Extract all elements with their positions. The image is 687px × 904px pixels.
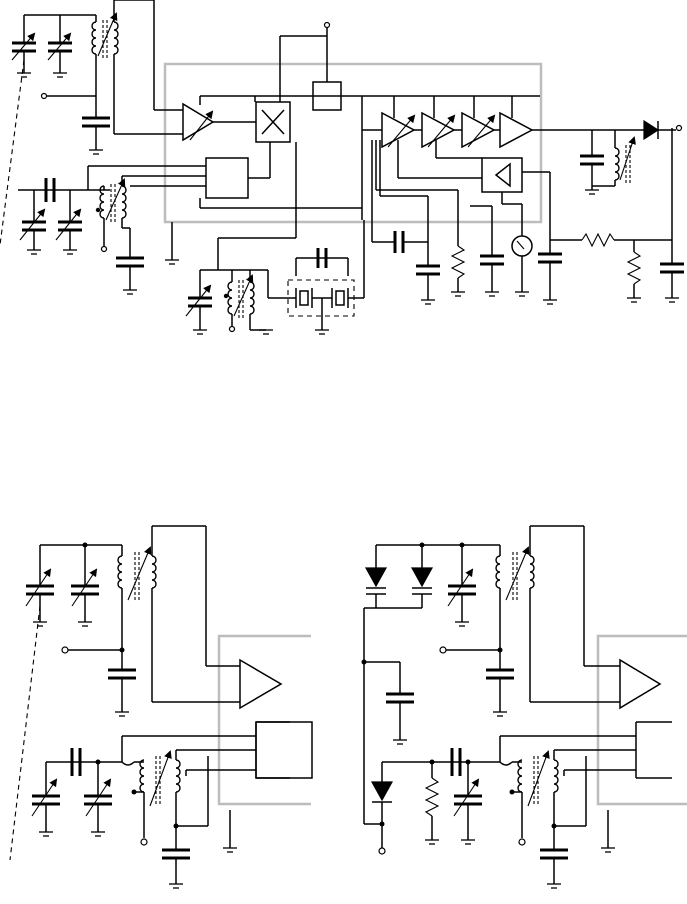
mixer-block (213, 102, 290, 142)
antenna-tuning-capacitors (12, 15, 96, 77)
ceramic-filter (268, 220, 364, 334)
top-schematic (0, 0, 684, 334)
gang-link-top (0, 60, 24, 245)
rf-amplifier-bottom-right (620, 660, 660, 708)
bottom-right-schematic (362, 526, 687, 888)
if-amplifier-chain (362, 96, 615, 147)
gang-link-bottom-left (10, 606, 40, 860)
rf-amplifier-top (183, 104, 213, 140)
oscillator-tank-top (18, 166, 206, 294)
bottom-left-schematic (10, 526, 312, 888)
output-tank-and-detector (580, 121, 682, 194)
rf-amplifier-bottom-left (240, 660, 281, 708)
oscillator-block (200, 142, 362, 208)
if-external-components (372, 128, 684, 304)
